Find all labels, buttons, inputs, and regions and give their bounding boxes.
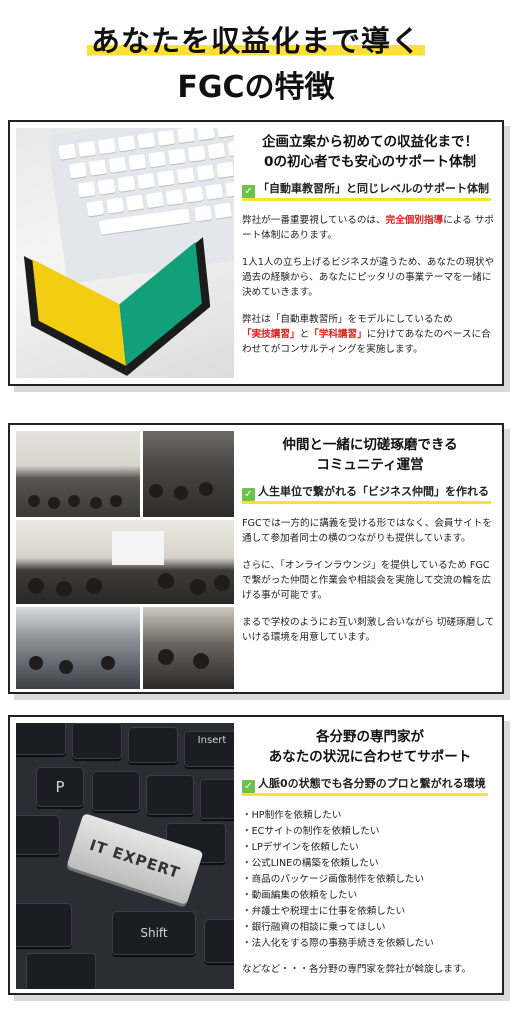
text: による サポート体制にあります。 bbox=[242, 215, 494, 241]
emphasis-text: 完全個別指導 bbox=[385, 215, 444, 226]
emphasis-text: 「実技講習」 bbox=[242, 329, 300, 340]
it-expert-keyboard-image: Insert P Shift IT EXPERT bbox=[16, 723, 234, 989]
hero-title-text: あなたを収益化まで導く bbox=[86, 24, 425, 58]
title-line: 企画立案から初めての収益化まで！ bbox=[262, 134, 478, 150]
feature-card-support: 企画立案から初めての収益化まで！ 0の初心者でも安心のサポート体制 ✓「自動車教… bbox=[8, 120, 504, 386]
seminar-photo bbox=[143, 431, 234, 517]
key bbox=[16, 815, 60, 855]
key bbox=[16, 723, 66, 755]
tagline-text: 人生単位で繋がれる「ビジネス仲間」を作れる bbox=[258, 485, 489, 498]
seminar-photo bbox=[143, 607, 234, 689]
shift-key: Shift bbox=[112, 911, 196, 955]
community-content: 仲間と一緒に切磋琢磨できる コミュニティ運営 ✓人生単位で繋がれる「ビジネス仲間… bbox=[242, 435, 498, 645]
text: と bbox=[299, 329, 310, 340]
key-label: IT EXPERT bbox=[87, 835, 183, 883]
list-item: ・法人化をする際の事務手続きを依頼したい bbox=[242, 938, 434, 949]
paragraph: まるで学校のようにお互い刺激し合いながら 切磋琢磨していける環境を用意しています… bbox=[242, 617, 495, 643]
key-label: Shift bbox=[140, 926, 168, 940]
key-label: Insert bbox=[197, 735, 227, 746]
hero-title: あなたを収益化まで導く bbox=[0, 18, 512, 60]
paragraph: FGCでは一方的に講義を受ける形ではなく、会員サイトを通して参加者同士の横のつな… bbox=[242, 518, 492, 544]
list-item: ・銀行融資の相談に乗ってほしい bbox=[242, 922, 386, 933]
text: に分けてあなたのペースに合わせてがコンサルティングを実施します。 bbox=[242, 329, 491, 355]
feature-card-community: 仲間と一緒に切磋琢磨できる コミュニティ運営 ✓人生単位で繋がれる「ビジネス仲間… bbox=[8, 423, 504, 694]
tagline-text: 人脈0の状態でも各分野のプロと繋がれる環境 bbox=[258, 777, 486, 790]
people-silhouettes bbox=[28, 482, 230, 674]
key bbox=[204, 919, 234, 963]
beginner-mark-image bbox=[16, 128, 234, 378]
list-item: ・LPデザインを依頼したい bbox=[242, 842, 359, 853]
key bbox=[26, 953, 96, 989]
insert-key: Insert bbox=[184, 731, 234, 767]
key bbox=[72, 723, 122, 759]
list-item: ・商品のパッケージ画像制作を依頼したい bbox=[242, 874, 425, 885]
tagline: ✓人脈0の状態でも各分野のプロと繋がれる環境 bbox=[242, 775, 488, 796]
seminar-collage-image bbox=[16, 431, 234, 689]
tagline: ✓「自動車教習所」と同じレベルのサポート体制 bbox=[242, 180, 491, 201]
list-item: ・ECサイトの制作を依頼したい bbox=[242, 826, 380, 837]
checkmark-icon: ✓ bbox=[242, 185, 255, 198]
feature-card-experts: Insert P Shift IT EXPERT 各分野の専門家が あなたの状況… bbox=[8, 715, 504, 995]
title-line: あなたの状況に合わせてサポート bbox=[268, 749, 472, 765]
list-item: ・弁護士や税理士に仕事を依頼したい bbox=[242, 906, 406, 917]
tagline-text: 「自動車教習所」と同じレベルのサポート体制 bbox=[258, 182, 489, 195]
title-line: 仲間と一緒に切磋琢磨できる bbox=[282, 437, 458, 453]
text: 弊社は「自動車教習所」をモデルにしているため bbox=[242, 314, 453, 325]
key bbox=[16, 903, 72, 947]
list-item: ・HP制作を依頼したい bbox=[242, 810, 342, 821]
key bbox=[200, 779, 234, 819]
section-title: 各分野の専門家が あなたの状況に合わせてサポート bbox=[242, 727, 498, 767]
title-line: 各分野の専門家が bbox=[316, 729, 424, 745]
section-title: 仲間と一緒に切磋琢磨できる コミュニティ運営 bbox=[242, 435, 498, 475]
key bbox=[92, 771, 140, 811]
key bbox=[128, 727, 178, 763]
closing-text: などなど・・・各分野の専門家を弊社が斡旋します。 bbox=[242, 964, 472, 975]
paragraph: 弊社は「自動車教習所」をモデルにしているため「実技講習」と「学科講習」に分けてあ… bbox=[242, 312, 498, 357]
text: 弊社が一番重要視しているのは、 bbox=[242, 215, 386, 226]
beginner-mark-icon bbox=[23, 237, 211, 376]
list-item: ・公式LINEの構築を依頼したい bbox=[242, 858, 379, 869]
section-title: 企画立案から初めての収益化まで！ 0の初心者でも安心のサポート体制 bbox=[242, 132, 498, 172]
p-key: P bbox=[36, 767, 84, 807]
key-label: P bbox=[55, 778, 65, 796]
tagline: ✓人生単位で繋がれる「ビジネス仲間」を作れる bbox=[242, 483, 491, 504]
service-list: ・HP制作を依頼したい ・ECサイトの制作を依頼したい ・LPデザインを依頼した… bbox=[242, 808, 498, 952]
title-line: コミュニティ運営 bbox=[316, 457, 424, 473]
emphasis-text: 「学科講習」 bbox=[309, 329, 367, 340]
checkmark-icon: ✓ bbox=[242, 780, 255, 793]
paragraph: 弊社が一番重要視しているのは、完全個別指導による サポート体制にあります。 bbox=[242, 213, 498, 243]
seminar-photo bbox=[16, 607, 140, 689]
title-line: 0の初心者でも安心のサポート体制 bbox=[264, 154, 476, 170]
key bbox=[146, 775, 194, 815]
paragraph: 1人1人の立ち上げるビジネスが違うため、あなたの現状や過去の経験から、あなたにピ… bbox=[242, 257, 495, 298]
support-content: 企画立案から初めての収益化まで！ 0の初心者でも安心のサポート体制 ✓「自動車教… bbox=[242, 132, 498, 357]
experts-content: 各分野の専門家が あなたの状況に合わせてサポート ✓人脈0の状態でも各分野のプロ… bbox=[242, 727, 498, 977]
list-item: ・動画編集の依頼をしたい bbox=[242, 890, 358, 901]
hero-subtitle: FGCの特徴 bbox=[177, 70, 335, 105]
hero-header: あなたを収益化まで導く FGCの特徴 bbox=[0, 0, 512, 112]
paragraph: さらに、「オンラインラウンジ」を提供しているため FGCで繋がった仲間と作業会や… bbox=[242, 560, 492, 601]
checkmark-icon: ✓ bbox=[242, 488, 255, 501]
